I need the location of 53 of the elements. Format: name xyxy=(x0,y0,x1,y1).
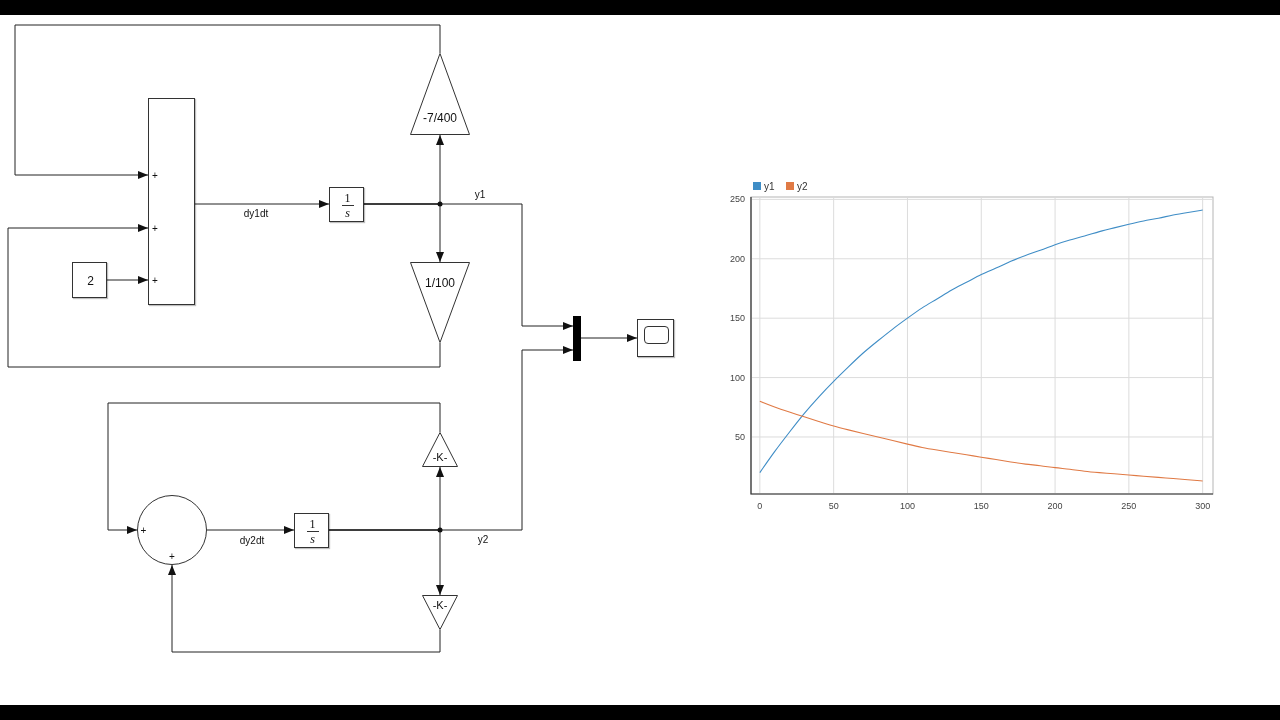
fraction-denominator: s xyxy=(310,532,315,545)
fraction-numerator: 1 xyxy=(306,517,319,532)
port-sign: + xyxy=(152,224,158,234)
gain-value: -K- xyxy=(432,599,448,611)
signal-arrow xyxy=(363,203,574,330)
signal-label: dy2dt xyxy=(238,536,266,546)
port-sign: + xyxy=(169,552,175,562)
signal-arrow xyxy=(7,224,441,368)
scope-block xyxy=(637,319,674,357)
signal-arrow xyxy=(168,564,441,653)
tick-label: 200 xyxy=(1047,501,1063,511)
legend-label: y1 xyxy=(764,181,775,192)
tick-label: 300 xyxy=(1195,501,1211,511)
tick-label: 150 xyxy=(973,501,989,511)
constant-value: 2 xyxy=(87,275,94,287)
fraction-denominator: s xyxy=(345,206,350,219)
gain-triangle xyxy=(422,432,458,467)
fraction-numerator: 1 xyxy=(341,191,354,206)
tick-label: 150 xyxy=(729,313,745,324)
integrator-block xyxy=(329,187,364,222)
signal-label: y1 xyxy=(473,190,487,200)
signal-arrow xyxy=(194,200,330,208)
port-sign: + xyxy=(140,526,147,536)
gain-triangle xyxy=(422,595,458,630)
tick-label: 100 xyxy=(729,372,745,383)
constant-block xyxy=(72,262,107,298)
signal-arrow xyxy=(328,346,574,531)
gain-value: 1/100 xyxy=(425,277,455,289)
tick-label: 100 xyxy=(899,501,915,511)
sum-block xyxy=(148,98,195,305)
tick-label: 200 xyxy=(729,253,745,264)
tick-label: 0 xyxy=(757,501,763,511)
tick-label: 50 xyxy=(828,501,839,511)
port-sign: + xyxy=(152,171,158,181)
tick-label: 50 xyxy=(735,432,745,442)
tick-label: 250 xyxy=(1121,501,1137,511)
signal-label: y2 xyxy=(476,535,490,545)
gain-triangle xyxy=(410,262,470,343)
gain-value: -7/400 xyxy=(423,112,457,124)
tick-label: 250 xyxy=(729,194,745,205)
signal-arrow xyxy=(107,402,441,534)
signal-arrow xyxy=(580,334,638,342)
gain-value: -K- xyxy=(432,451,448,463)
signal-arrow xyxy=(206,526,295,534)
gain-triangle xyxy=(410,53,470,135)
sum-circle xyxy=(137,495,207,565)
signal-arrow xyxy=(14,24,441,179)
port-sign: + xyxy=(152,276,158,286)
mux-bar xyxy=(573,316,581,361)
signal-arrow xyxy=(106,276,149,284)
legend-label: y2 xyxy=(797,181,808,192)
integrator-block xyxy=(294,513,329,548)
signal-label: dy1dt xyxy=(242,209,270,219)
